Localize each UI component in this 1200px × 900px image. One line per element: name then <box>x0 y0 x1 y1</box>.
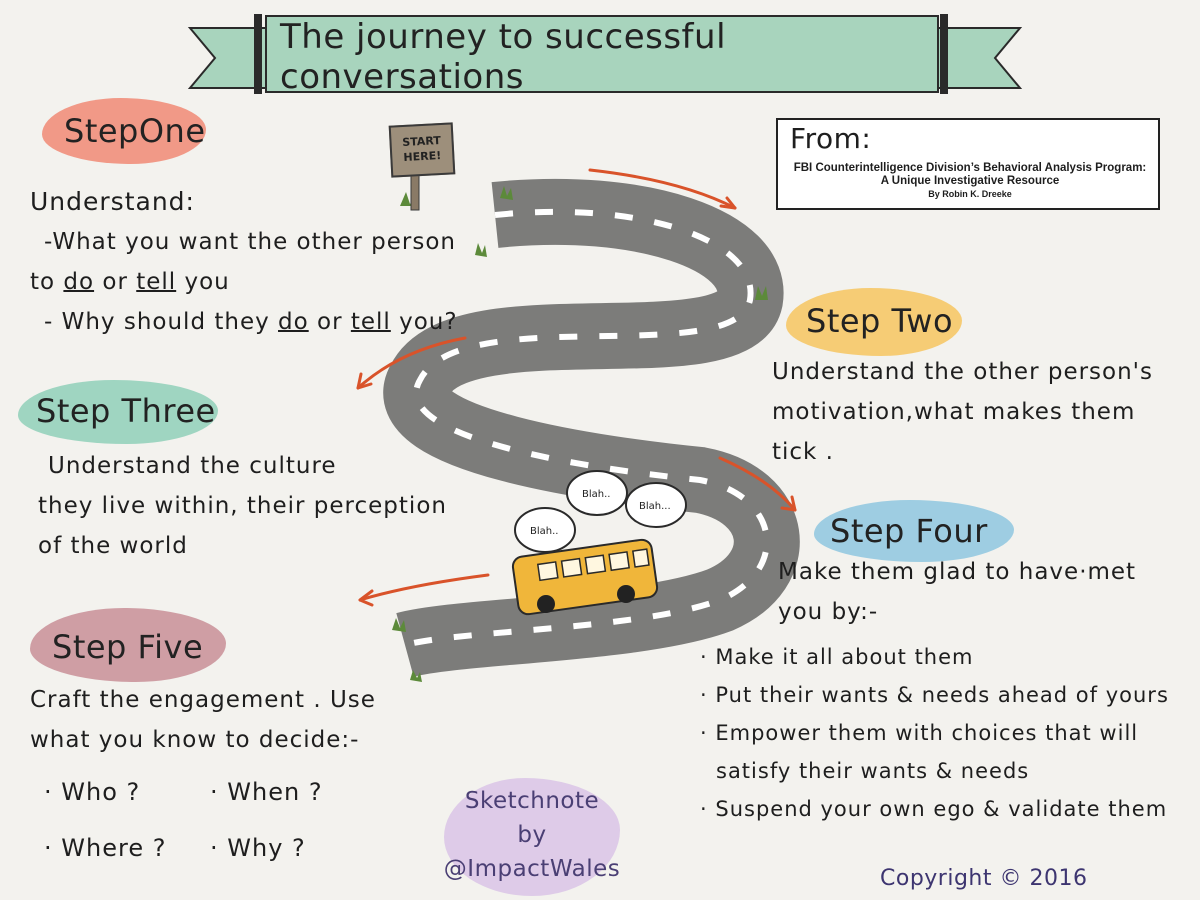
step-five-who: · Who ? <box>44 778 141 806</box>
step-two-line-2: motivation,what makes them <box>772 399 1136 425</box>
sign-line-2: HERE! <box>403 149 442 164</box>
step-three-line-1: Understand the culture <box>48 453 337 479</box>
step-two-line-1: Understand the other person's <box>772 359 1153 385</box>
step-four-bullet-3: Empower them with choices that will <box>715 721 1139 745</box>
road-center-dashes <box>404 208 770 648</box>
step-four-bullets: · Make it all about them · Put their wan… <box>700 638 1195 828</box>
step-one-line-3: - Why should they do or tell you? <box>30 302 480 342</box>
bubble-text-2: Blah.. <box>582 489 610 500</box>
step-five-where: · Where ? <box>44 834 167 862</box>
sketchnote-credit: Sketchnote by @ImpactWales <box>430 784 634 886</box>
list-item: · Make it all about them <box>700 645 974 669</box>
speech-bubbles <box>514 470 687 553</box>
s1-or-2: or <box>308 309 351 335</box>
when-label: When ? <box>227 778 323 806</box>
step-five-line-2: what you know to decide:- <box>30 727 360 753</box>
s1-tell-2: tell <box>350 309 391 335</box>
step-five-text: Craft the engagement . Use what you know… <box>30 680 430 760</box>
s1-l2-pre: to <box>30 269 64 295</box>
sketchnote-line-1: Sketchnote <box>464 788 600 814</box>
step-four-line-1: Make them glad to have·met <box>778 559 1137 585</box>
s1-do-2: do <box>278 309 309 335</box>
step-three-text: Understand the culture they live within,… <box>38 446 468 566</box>
s1-do-1: do <box>63 269 95 295</box>
direction-arrows <box>356 168 797 607</box>
page-title: The journey to successful conversations <box>280 17 727 97</box>
s1-l3-pre: - Why should they <box>44 309 279 335</box>
step-five-line-1: Craft the engagement . Use <box>30 687 376 713</box>
start-here-sign: START HERE! <box>388 122 456 178</box>
source-title: FBI Counterintelligence Division’s Behav… <box>784 162 1156 188</box>
source-box: From: FBI Counterintelligence Division’s… <box>776 118 1160 210</box>
source-author: By Robin K. Dreeke <box>928 189 1012 199</box>
step-four-bullet-1: Make it all about them <box>715 645 974 669</box>
step-four-highlight <box>814 500 1014 562</box>
step-five-when: · When ? <box>210 778 323 806</box>
step-one-text: Understand: -What you want the other per… <box>30 182 480 342</box>
source-title-line-2: A Unique Investigative Resource <box>880 175 1060 187</box>
bubble-text-3: Blah... <box>639 501 671 512</box>
list-item: satisfy their wants & needs <box>700 752 1195 790</box>
step-three-line-2: they live within, their perception <box>38 493 447 519</box>
step-one-intro: Understand: <box>30 187 195 216</box>
step-four-bullet-3-cont: satisfy their wants & needs <box>716 759 1030 783</box>
s1-l2-post: you <box>176 269 230 295</box>
source-label: From: <box>790 122 872 155</box>
bubble-text-1: Blah.. <box>530 526 558 537</box>
step-two-highlight <box>786 288 962 356</box>
step-one-line-2: to do or tell you <box>30 262 480 302</box>
step-two-text: Understand the other person's motivation… <box>772 352 1182 472</box>
step-five-heading: Step Five <box>52 628 204 666</box>
title-banner <box>187 14 1023 94</box>
sketchnote-line-2: by <box>517 822 547 848</box>
step-five-highlight <box>30 608 226 682</box>
step-two-heading: Step Two <box>806 302 954 340</box>
step-four-bullet-4: Suspend your own ego & validate them <box>715 797 1168 821</box>
source-title-line-1: FBI Counterintelligence Division’s Behav… <box>793 162 1147 174</box>
why-label: Why ? <box>227 834 306 862</box>
step-three-heading: Step Three <box>36 392 216 430</box>
step-four-text: Make them glad to have·met you by:- <box>778 552 1188 632</box>
list-item: · Suspend your own ego & validate them <box>700 797 1168 821</box>
step-five-why: · Why ? <box>210 834 306 862</box>
where-label: Where ? <box>61 834 167 862</box>
bus-icon <box>511 538 659 616</box>
s1-tell-1: tell <box>136 269 177 295</box>
s1-or-1: or <box>94 269 137 295</box>
list-item: · Empower them with choices that will <box>700 721 1139 745</box>
step-one-heading: StepOne <box>64 112 206 150</box>
step-three-line-3: of the world <box>38 533 188 559</box>
step-one-line-1: -What you want the other person <box>44 229 456 255</box>
copyright: Copyright © 2016 <box>880 866 1088 891</box>
list-item: · Put their wants & needs ahead of yours <box>700 683 1169 707</box>
sketchnote-highlight <box>444 778 620 896</box>
step-four-bullet-2: Put their wants & needs ahead of yours <box>715 683 1169 707</box>
step-one-highlight <box>42 98 206 164</box>
step-three-highlight <box>18 380 218 444</box>
step-two-line-3: tick . <box>772 439 834 465</box>
who-label: Who ? <box>61 778 141 806</box>
s1-l3-post: you? <box>390 309 458 335</box>
step-four-line-2: you by:- <box>778 599 879 625</box>
sketchnote-line-3: @ImpactWales <box>443 856 621 882</box>
step-four-heading: Step Four <box>830 512 988 550</box>
